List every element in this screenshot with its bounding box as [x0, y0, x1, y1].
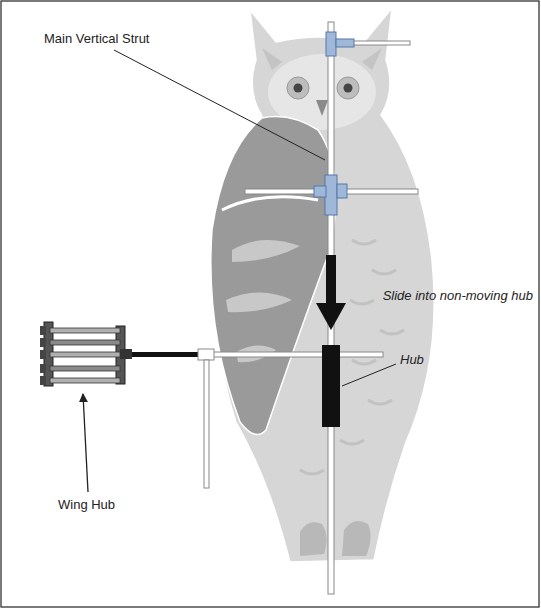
leader-line	[114, 50, 325, 160]
wing-hub-rod	[50, 328, 120, 333]
wing-hub-rod	[50, 366, 120, 371]
owl-eye	[287, 77, 309, 99]
clamp-tee	[314, 186, 326, 197]
owl-pupil	[344, 84, 353, 93]
wing-hub-rod	[50, 378, 120, 383]
wing-hub-flange	[40, 376, 46, 385]
wing-hub	[40, 322, 132, 386]
owl-wing	[211, 117, 336, 435]
wing-hub-flange	[40, 338, 46, 347]
wing-hub-flange	[40, 326, 46, 335]
leader-arrow	[83, 394, 88, 492]
clamp-tee	[337, 184, 347, 198]
wing-hub-rod	[50, 352, 120, 357]
wing-hub-flange	[40, 364, 46, 373]
wing-hub-flange	[40, 350, 46, 359]
clamp-tee	[336, 39, 354, 47]
owl-feet	[300, 521, 371, 556]
leader-line	[342, 364, 396, 386]
part-label: Main Vertical Strut	[44, 31, 150, 47]
slide-arrow	[326, 255, 336, 305]
wing-rod-black	[128, 352, 202, 357]
part-label: Wing Hub	[58, 497, 115, 513]
wing-edge	[222, 197, 318, 210]
wing-feathers	[226, 240, 300, 362]
tee-joint	[198, 349, 214, 360]
support-rod	[204, 360, 209, 488]
wing-rod	[200, 352, 383, 357]
strut-clamp	[326, 32, 336, 56]
wing-hub-rod	[50, 340, 120, 345]
owl-beak	[316, 100, 328, 116]
owl-pupil	[294, 84, 303, 93]
part-label: Hub	[400, 352, 424, 368]
hub	[322, 345, 340, 427]
strut-clamp	[325, 175, 337, 215]
owl-eye	[337, 77, 359, 99]
owl-brows	[262, 48, 382, 70]
instruction-note: Slide into non-moving hub	[383, 288, 533, 304]
slide-arrow-head	[316, 303, 346, 330]
